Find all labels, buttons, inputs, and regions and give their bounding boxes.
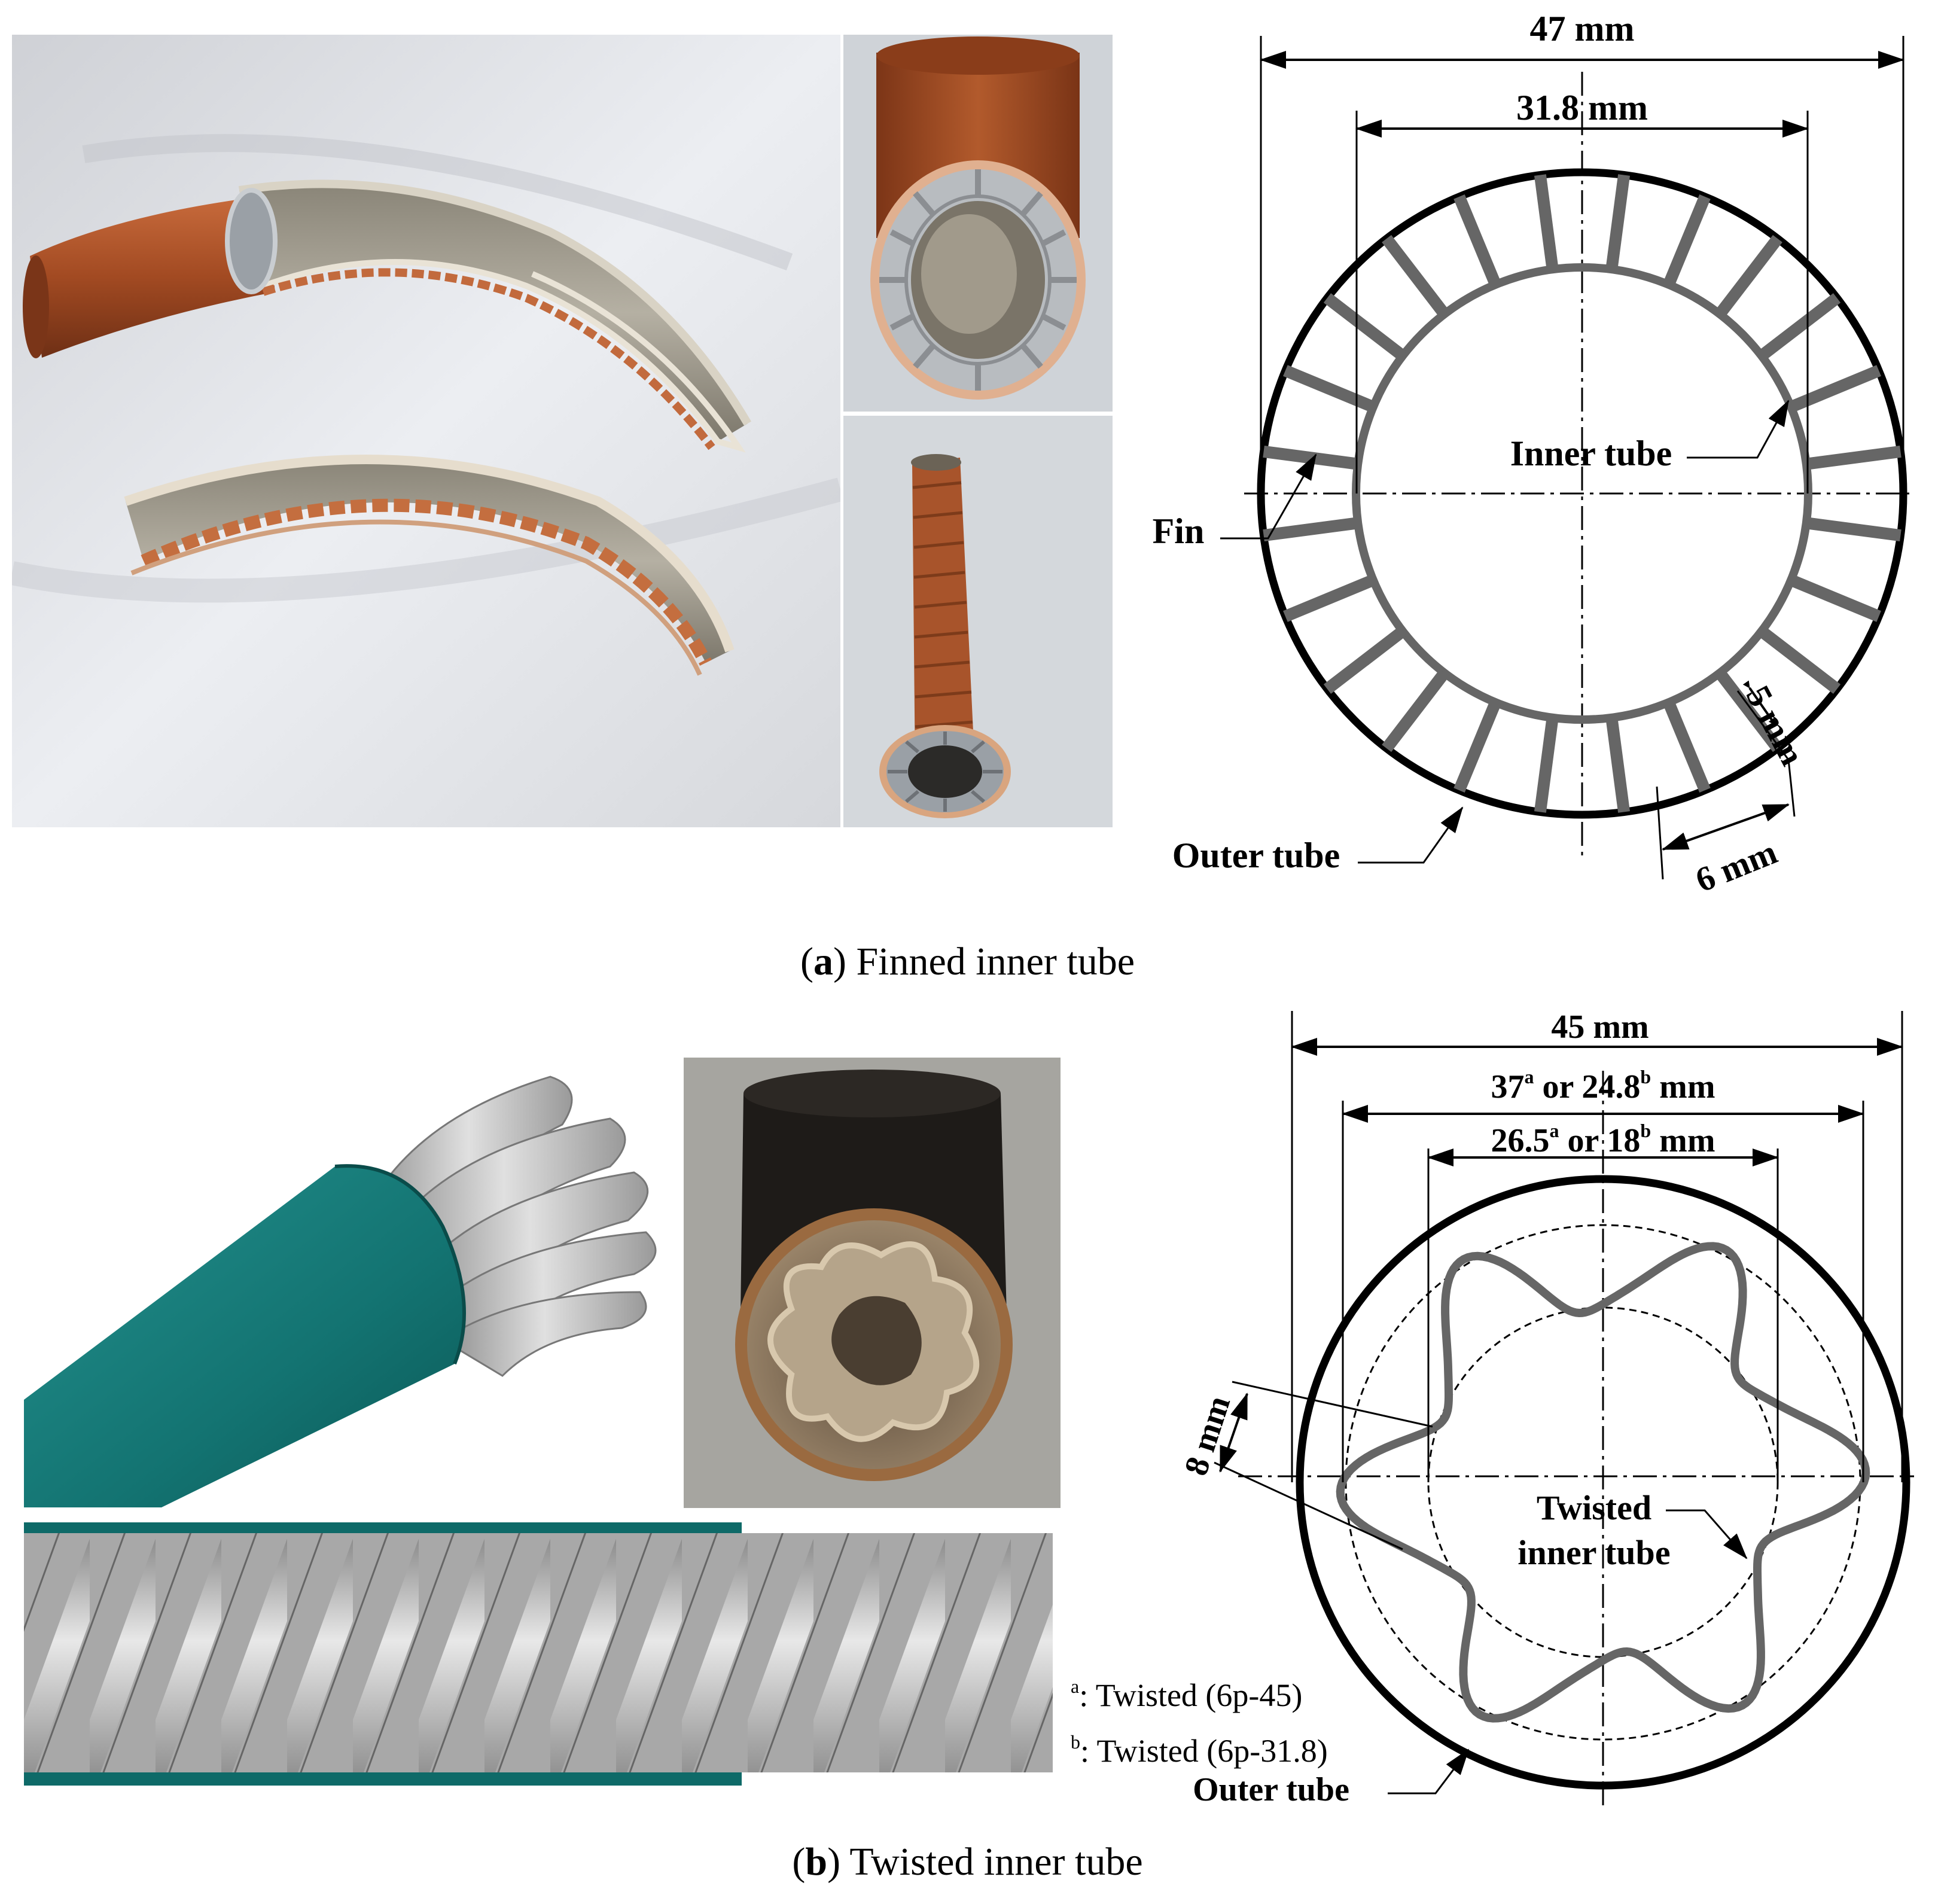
fin bbox=[1605, 717, 1631, 813]
fin bbox=[1283, 574, 1376, 622]
fin bbox=[1323, 626, 1407, 694]
fin bbox=[1534, 717, 1559, 813]
fin bbox=[1805, 445, 1902, 470]
dim-outer-diameter: 47 mm bbox=[1530, 9, 1635, 48]
photo-finned-tube-end-view bbox=[843, 35, 1113, 412]
footnote-a: a: Twisted (6p-45) bbox=[1071, 1675, 1303, 1713]
label-fin: Fin bbox=[1153, 511, 1205, 551]
fin bbox=[1663, 194, 1711, 287]
fin bbox=[1715, 234, 1782, 318]
photo-finned-tube-side-view bbox=[843, 416, 1113, 827]
fin bbox=[1323, 293, 1407, 361]
fin bbox=[1663, 700, 1711, 793]
fin bbox=[1263, 517, 1359, 542]
fin bbox=[1534, 174, 1559, 270]
render-twisted-tube-section bbox=[24, 1522, 1053, 1786]
dim-lobe-depth: 8 mm bbox=[1177, 1391, 1238, 1480]
fin bbox=[1453, 194, 1501, 287]
dim-outer-diameter-b: 45 mm bbox=[1551, 1009, 1648, 1046]
fin bbox=[1283, 365, 1376, 413]
finned-tube-cross-section-drawing: 47 mm 31.8 mm Inner tube Fin Outer tube … bbox=[1153, 9, 1914, 900]
fin bbox=[1788, 574, 1881, 622]
fins-group bbox=[1263, 174, 1902, 813]
label-twisted-inner-tube-1: Twisted bbox=[1537, 1488, 1651, 1527]
render-twisted-tube-perspective bbox=[24, 1076, 657, 1507]
fin bbox=[1757, 293, 1841, 361]
label-outer-tube-b: Outer tube bbox=[1193, 1771, 1349, 1808]
fin bbox=[1382, 669, 1449, 753]
footnote-b: b: Twisted (6p-31.8) bbox=[1071, 1731, 1328, 1769]
dim-fin-pitch: 6 mm bbox=[1690, 832, 1782, 900]
photo-twisted-tube-end-view bbox=[684, 1058, 1061, 1508]
caption-a: (a) Finned inner tube bbox=[800, 940, 1135, 983]
label-inner-tube: Inner tube bbox=[1510, 434, 1672, 473]
label-twisted-inner-tube-2: inner tube bbox=[1517, 1533, 1670, 1572]
fin bbox=[1788, 365, 1881, 413]
outer-tube-circle-b bbox=[1296, 1175, 1910, 1790]
footnotes: a: Twisted (6p-45) b: Twisted (6p-31.8) bbox=[1071, 1663, 1328, 1774]
label-outer-tube: Outer tube bbox=[1172, 836, 1340, 875]
fin bbox=[1382, 234, 1449, 318]
photo-cutaway-finned-tubes bbox=[12, 35, 840, 827]
fin bbox=[1757, 626, 1841, 694]
twisted-tube-cross-section-drawing: 45 mm 37a or 24.8b mm 26.5a or 18b mm 8 … bbox=[1177, 1009, 1914, 1808]
fin bbox=[1453, 700, 1501, 793]
caption-b: (b) Twisted inner tube bbox=[792, 1840, 1143, 1884]
dim-inner-diameter-b: 26.5a or 18b mm bbox=[1491, 1120, 1715, 1159]
fin bbox=[1605, 174, 1631, 270]
dim-inner-diameter: 31.8 mm bbox=[1516, 88, 1648, 127]
fin bbox=[1805, 517, 1902, 542]
dim-mid-diameter: 37a or 24.8b mm bbox=[1491, 1066, 1715, 1105]
